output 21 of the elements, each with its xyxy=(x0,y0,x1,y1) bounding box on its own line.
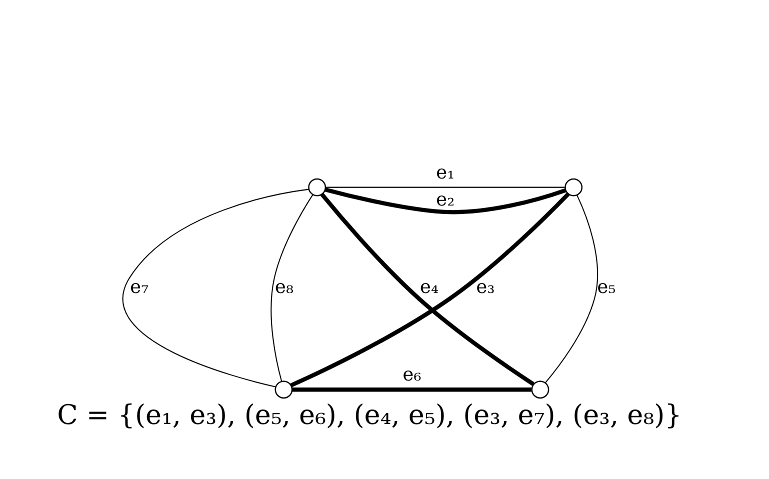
node-circle xyxy=(274,380,293,399)
node-circle xyxy=(531,380,550,399)
caption: C = {(e₁, e₃), (e₅, e₆), (e₄, e₅), (e₃, e₇), (e₃, e₈)} xyxy=(57,400,682,431)
connector xyxy=(326,186,565,188)
edge-label: e₃ xyxy=(476,277,495,298)
edge-label: e₁ xyxy=(436,162,455,184)
edge-label: e₅ xyxy=(597,277,616,298)
edge-label: e₇ xyxy=(130,277,149,298)
node-circle xyxy=(564,178,583,196)
node-circle xyxy=(308,178,326,196)
connector xyxy=(324,188,566,214)
connector xyxy=(292,388,532,392)
connector xyxy=(545,195,598,383)
connector xyxy=(122,188,309,388)
edge-label: e₈ xyxy=(274,277,294,298)
edge-label: e₆ xyxy=(402,364,422,386)
connector xyxy=(320,192,534,386)
edge-label: e₄ xyxy=(420,277,438,298)
connector xyxy=(290,192,570,388)
connector xyxy=(270,194,314,382)
edge-label: e₂ xyxy=(436,189,455,210)
